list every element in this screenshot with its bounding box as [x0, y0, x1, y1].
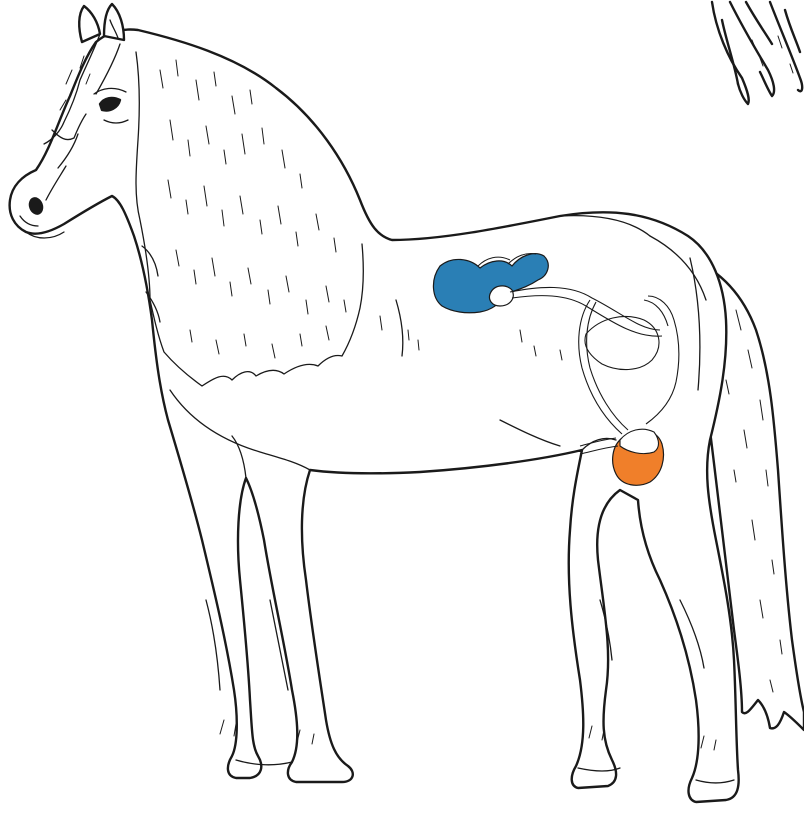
neighbor-tail-fragment [712, 2, 802, 104]
horse-ears [79, 4, 124, 42]
horse-body [10, 30, 739, 803]
